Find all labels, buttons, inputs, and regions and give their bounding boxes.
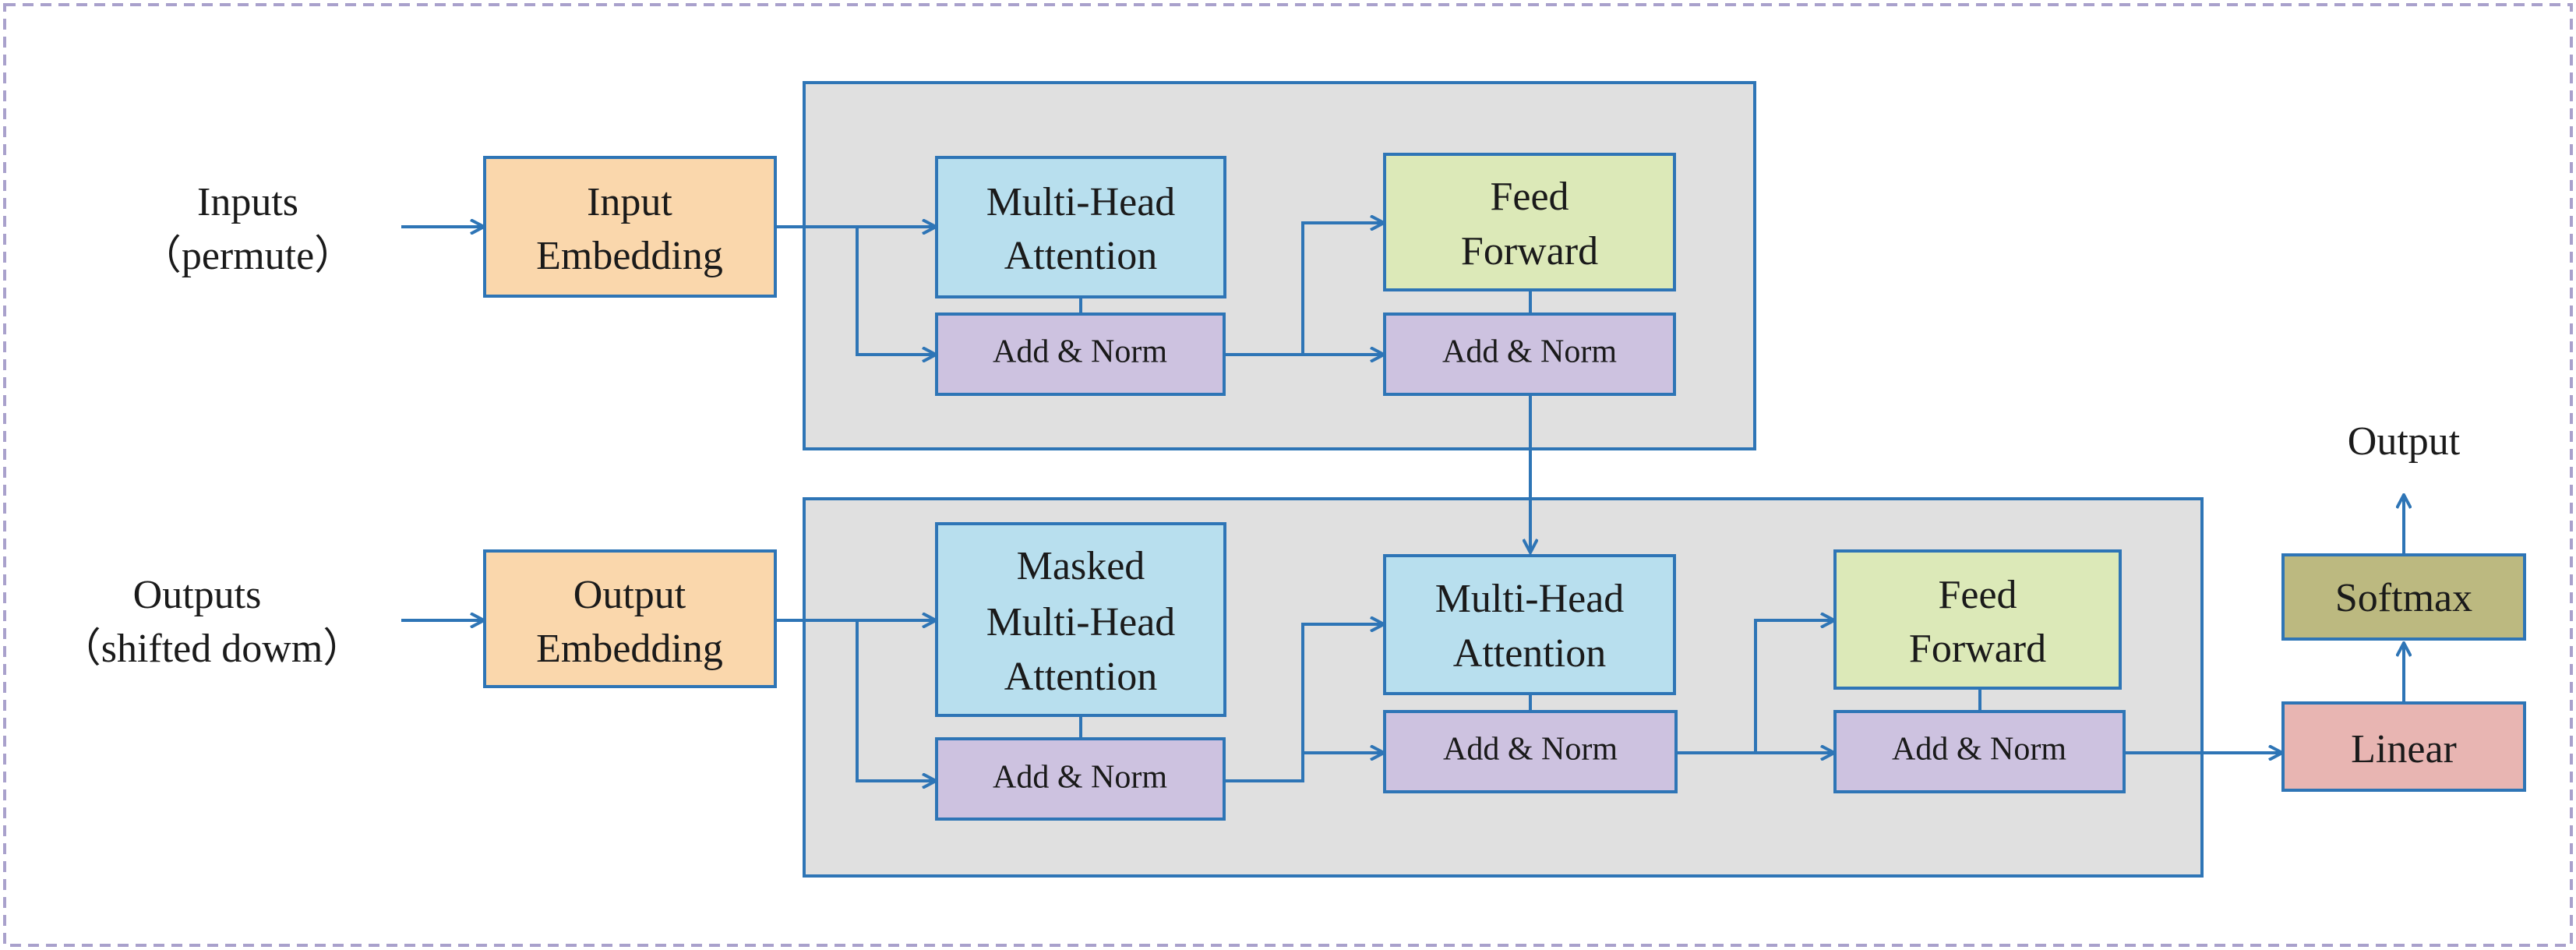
- masked-attention-box: Masked Multi-Head Attention: [935, 522, 1226, 717]
- encoder-attention-box: Multi-Head Attention: [935, 156, 1226, 298]
- inputs-sublabel: （permute）: [141, 234, 355, 278]
- arrow-dec-addnorm1-to-addnorm2: [1224, 753, 1383, 782]
- svg-text:Embedding: Embedding: [536, 627, 723, 671]
- svg-text:Softmax: Softmax: [2335, 576, 2472, 620]
- svg-text:Masked: Masked: [1017, 544, 1145, 588]
- svg-text:Add & Norm: Add & Norm: [1443, 732, 1618, 768]
- output-label: Output: [2348, 419, 2461, 464]
- outputs-sublabel: （shifted dowm）: [61, 627, 364, 671]
- arrow-dec-residual-1: [856, 620, 935, 781]
- svg-text:Add & Norm: Add & Norm: [993, 760, 1167, 796]
- outputs-label: Outputs: [133, 573, 262, 617]
- decoder-add-norm-1: Add & Norm: [935, 737, 1226, 821]
- outer-frame: [3, 3, 2573, 947]
- decoder-feed-forward-box: Feed Forward: [1833, 549, 2122, 690]
- svg-text:Forward: Forward: [1909, 627, 2046, 671]
- svg-text:Add & Norm: Add & Norm: [1892, 732, 2066, 768]
- encoder-add-norm-1: Add & Norm: [935, 313, 1226, 396]
- svg-text:Add & Norm: Add & Norm: [1442, 334, 1617, 370]
- softmax-box: Softmax: [2281, 553, 2526, 641]
- svg-text:Attention: Attention: [1004, 655, 1157, 699]
- arrow-enc-to-feedforward: [1301, 223, 1383, 355]
- arrow-enc-residual-1: [856, 227, 935, 355]
- linear-box: Linear: [2281, 701, 2526, 792]
- svg-text:Add & Norm: Add & Norm: [993, 334, 1167, 370]
- svg-text:Attention: Attention: [1453, 631, 1606, 676]
- svg-text:Embedding: Embedding: [536, 234, 723, 278]
- svg-text:Output: Output: [573, 573, 686, 617]
- output-embedding-box: Output Embedding: [483, 549, 777, 688]
- connectors: [401, 223, 2404, 781]
- svg-text:Multi-Head: Multi-Head: [986, 600, 1176, 645]
- decoder-add-norm-3: Add & Norm: [1833, 710, 2126, 793]
- inputs-label: Inputs: [197, 180, 298, 224]
- decoder-attention-box: Multi-Head Attention: [1383, 554, 1676, 695]
- arrow-dec-to-feedforward: [1754, 620, 1833, 753]
- svg-text:Feed: Feed: [1938, 573, 2017, 617]
- svg-text:Multi-Head: Multi-Head: [986, 180, 1176, 224]
- svg-text:Feed: Feed: [1490, 175, 1569, 219]
- encoder-feed-forward-box: Feed Forward: [1383, 153, 1676, 291]
- svg-text:Input: Input: [587, 180, 672, 224]
- svg-text:Attention: Attention: [1004, 234, 1157, 278]
- svg-text:Multi-Head: Multi-Head: [1435, 577, 1625, 621]
- encoder-add-norm-2: Add & Norm: [1383, 313, 1676, 396]
- decoder-add-norm-2: Add & Norm: [1383, 710, 1678, 793]
- svg-text:Linear: Linear: [2351, 727, 2457, 772]
- arrow-dec-to-attention: [1301, 624, 1383, 753]
- input-embedding-box: Input Embedding: [483, 156, 777, 298]
- svg-text:Forward: Forward: [1461, 229, 1598, 274]
